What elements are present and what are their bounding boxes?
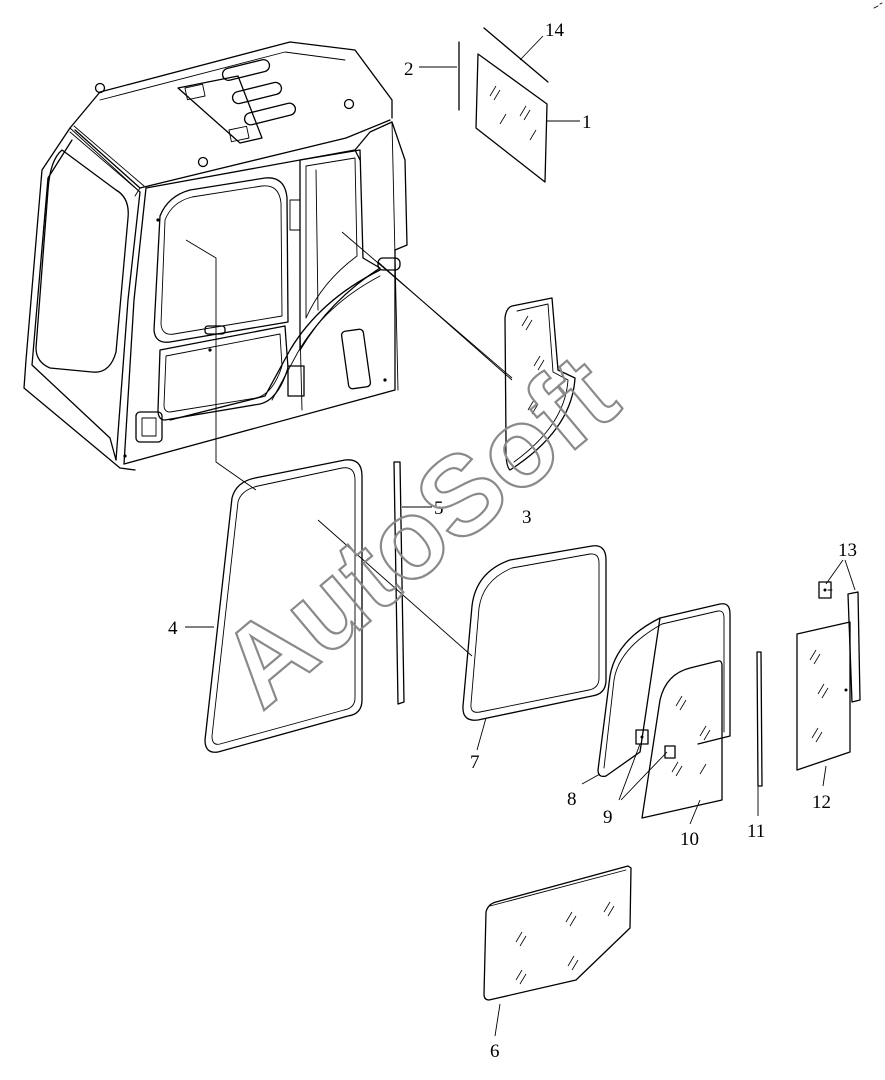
lifting-eye bbox=[197, 156, 209, 168]
part-7-seal-frame bbox=[462, 545, 607, 721]
speaker bbox=[135, 411, 163, 443]
callout-6: 6 bbox=[490, 1041, 500, 1062]
door-frame bbox=[153, 177, 289, 343]
part-1-roof-glass bbox=[475, 53, 548, 183]
roof-vent bbox=[231, 81, 283, 105]
side-vent-panel bbox=[340, 328, 372, 390]
rear-side-window-frame bbox=[299, 149, 381, 351]
callout-12: 12 bbox=[812, 792, 831, 813]
cab-assembly bbox=[23, 41, 408, 471]
callout-7: 7 bbox=[470, 752, 480, 773]
part-14-strip bbox=[483, 27, 549, 83]
front-windshield bbox=[35, 149, 129, 373]
callout-9: 9 bbox=[603, 807, 613, 828]
part-5-vertical-seal bbox=[393, 461, 405, 705]
callout-14: 14 bbox=[545, 20, 565, 41]
part-12-rear-glass bbox=[796, 621, 851, 771]
callout-3: 3 bbox=[522, 507, 532, 528]
roof-vent bbox=[221, 58, 271, 82]
lifting-eye bbox=[343, 98, 355, 110]
watermark: AutoSoft bbox=[197, 331, 639, 731]
part-10-lower-door-glass bbox=[641, 660, 723, 819]
corner-mark bbox=[873, 2, 883, 9]
callout-11: 11 bbox=[747, 821, 765, 842]
callout-8: 8 bbox=[567, 789, 577, 810]
part-4-door-upper-glass bbox=[204, 459, 363, 753]
callout-2: 2 bbox=[404, 59, 414, 80]
part-3-rear-side-glass bbox=[504, 297, 576, 471]
roof-hatch bbox=[177, 75, 263, 144]
part-13-clips bbox=[818, 581, 861, 703]
callout-13: 13 bbox=[838, 540, 857, 561]
step-plate bbox=[287, 365, 305, 397]
assembly-leader-lines bbox=[185, 231, 513, 657]
callout-5: 5 bbox=[434, 498, 444, 519]
part-6-side-lower-glass bbox=[483, 865, 632, 1001]
part-9-clips bbox=[635, 729, 676, 759]
callout-10: 10 bbox=[680, 829, 699, 850]
roof-vent bbox=[243, 102, 297, 126]
door-handle bbox=[204, 325, 226, 335]
mirror-bracket bbox=[377, 257, 401, 271]
callout-leaders bbox=[185, 35, 856, 1037]
lifting-eye bbox=[94, 82, 106, 94]
part-11-seal-strip bbox=[756, 651, 763, 787]
callout-4: 4 bbox=[168, 618, 178, 639]
callout-labels: 2 14 1 3 4 5 6 7 8 9 10 11 12 13 bbox=[168, 20, 857, 1062]
callout-1: 1 bbox=[582, 112, 592, 133]
part-8-lower-door-panel bbox=[597, 603, 731, 778]
